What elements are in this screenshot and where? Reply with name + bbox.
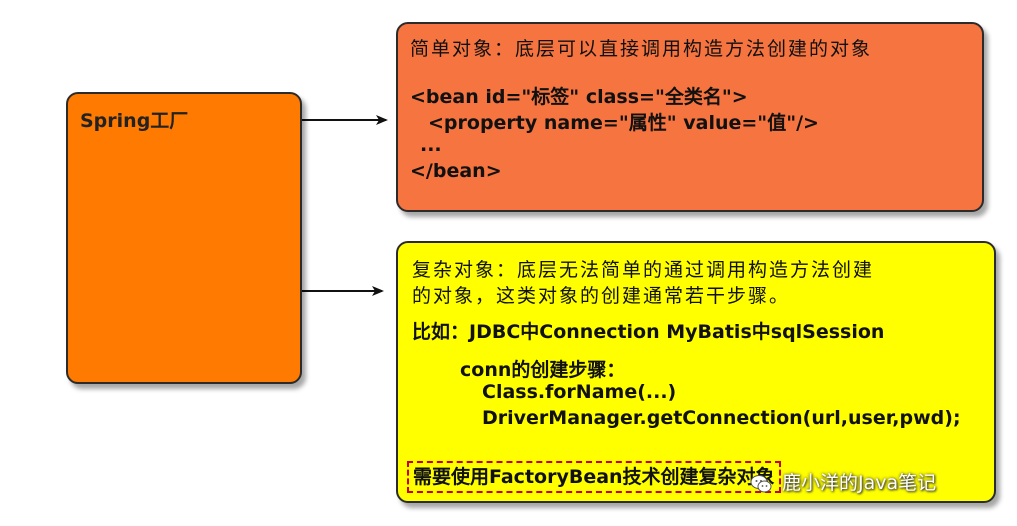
steps-title: conn的创建步骤： — [460, 359, 626, 381]
factory-label: Spring工厂 — [80, 110, 189, 132]
code-line-bean-close: </bean> — [410, 160, 502, 182]
watermark-text: 鹿小洋的Java笔记 — [782, 472, 937, 494]
simple-object-box: 简单对象：底层可以直接调用构造方法创建的对象 <bean id="标签" cla… — [396, 22, 984, 212]
factorybean-highlight: 需要使用FactoryBean技术创建复杂对象 — [407, 461, 781, 493]
step-class-forname: Class.forName(...) — [482, 381, 677, 403]
wechat-icon — [750, 474, 772, 492]
complex-description-line2: 的对象，这类对象的创建通常若干步骤。 — [412, 285, 791, 307]
simple-description: 简单对象：底层可以直接调用构造方法创建的对象 — [410, 38, 873, 60]
watermark: 鹿小洋的Java笔记 — [750, 468, 936, 495]
complex-description-line1: 复杂对象：底层无法简单的通过调用构造方法创建 — [412, 259, 875, 281]
code-line-ellipsis: ... — [420, 134, 442, 156]
complex-example: 比如：JDBC中Connection MyBatis中sqlSession — [412, 321, 885, 343]
code-line-property: <property name="属性" value="值"/> — [428, 112, 819, 134]
step-get-connection: DriverManager.getConnection(url,user,pwd… — [482, 407, 961, 429]
code-line-bean-open: <bean id="标签" class="全类名"> — [410, 86, 748, 108]
spring-factory-box: Spring工厂 — [66, 92, 302, 384]
complex-object-box: 复杂对象：底层无法简单的通过调用构造方法创建 的对象，这类对象的创建通常若干步骤… — [396, 241, 996, 503]
